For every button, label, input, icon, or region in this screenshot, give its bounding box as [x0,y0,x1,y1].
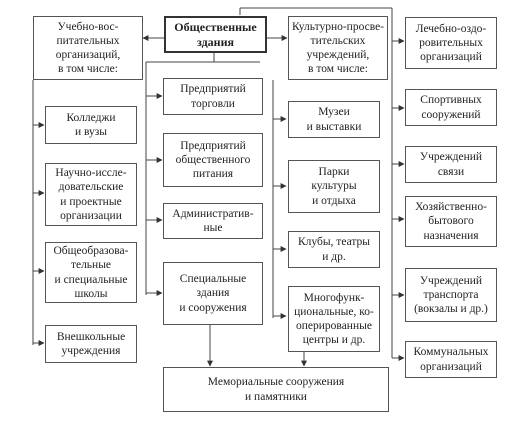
root-node: Общественные здания [164,16,267,53]
right-item-communications: Учреждений связи [405,146,497,183]
middle-item-catering: Предприятий общественного питания [163,133,263,187]
educational-item-research: Научно-иссле- довательские и проектные о… [45,163,137,226]
middle-item-special: Специальные здания и сооружения [163,262,263,325]
right-item-sports: Спортивных сооружений [405,89,497,126]
right-item-transport: Учреждений транспорта (вокзалы и др.) [405,268,497,322]
middle-item-trade: Предприятий торговли [163,78,263,115]
educational-item-extracurricular: Внешкольные учреждения [45,325,137,363]
educational-header-node: Учебно-вос- питательных организаций, в т… [33,16,143,80]
cultural-item-parks: Парки культуры и отдыха [288,160,380,213]
cultural-item-multifunctional: Многофунк- циональные, ко- оперированные… [288,286,380,352]
right-item-health: Лечебно-оздо- ровительных организаций [405,17,497,69]
right-item-household: Хозяйственно- бытового назначения [405,196,497,247]
bottom-node-memorials: Мемориальные сооружения и памятники [163,367,389,412]
cultural-item-museums: Музеи и выставки [288,101,380,138]
educational-item-colleges: Колледжи и вузы [45,106,137,144]
educational-item-schools: Общеобразова- тельные и специальные школ… [45,242,137,303]
right-item-utilities: Коммунальных организаций [405,341,497,378]
cultural-header-node: Культурно-просве- тительских учреждений,… [288,16,388,80]
cultural-item-clubs: Клубы, театры и др. [288,231,380,268]
middle-item-administrative: Административ- ные [163,203,263,239]
